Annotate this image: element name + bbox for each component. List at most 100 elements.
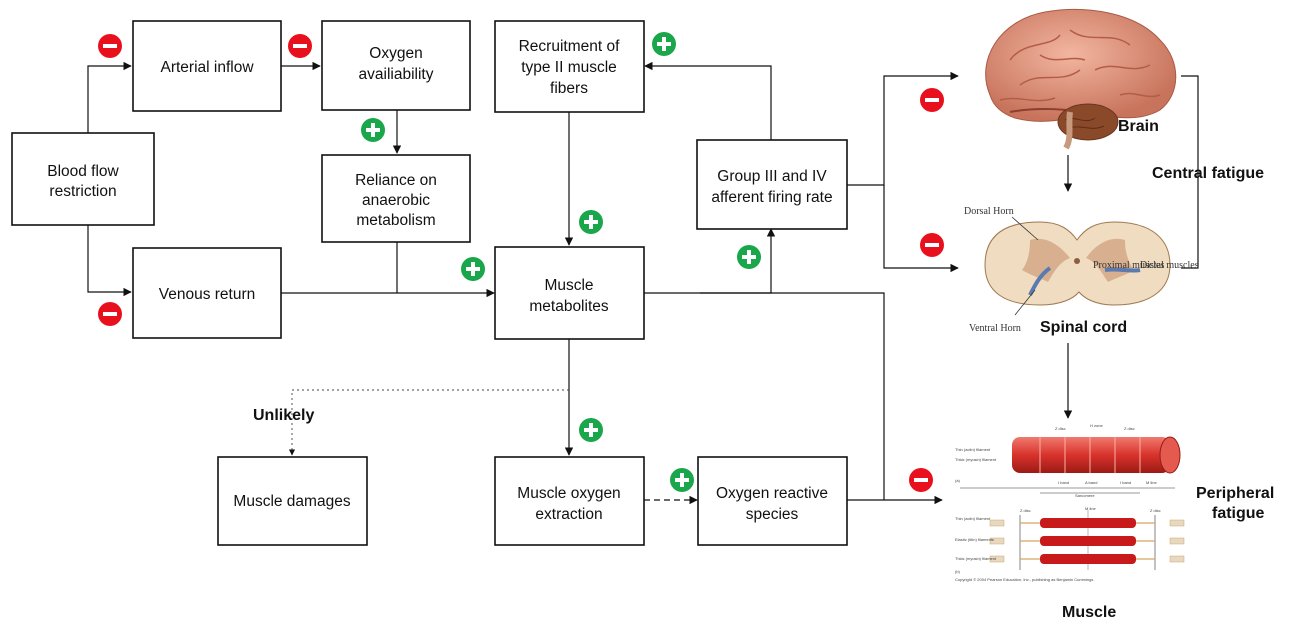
mf-i-band-2: I band — [1120, 480, 1131, 485]
edge-group-brain — [847, 71, 959, 186]
box-group-afferent — [696, 139, 848, 230]
muscle-fiber-image — [960, 436, 1185, 570]
minus-icon — [920, 88, 944, 112]
damages-line1: Muscle damages — [233, 493, 350, 510]
edge-bfr-venous — [87, 225, 132, 297]
svg-text:Arterial inflow: Arterial inflow — [160, 59, 254, 76]
peripheral-fatigue-label-2: fatigue — [1212, 505, 1265, 522]
mf-z-disc-2: Z disc — [1124, 426, 1135, 431]
extraction-line1: Muscle oxygen — [517, 485, 620, 502]
edge-metabolites-peripheral — [700, 292, 885, 500]
connectors — [87, 61, 1199, 505]
sign-badges — [98, 32, 944, 492]
proximal-muscles-label: Proximal muscles — [1093, 260, 1164, 271]
svg-text:Muscle damages: Muscle damages — [233, 493, 350, 510]
plus-icon — [670, 468, 694, 492]
extraction-line2: extraction — [535, 506, 602, 523]
distal-muscles-label: Distal muscles — [1140, 260, 1199, 271]
edge-group-recruitment — [644, 61, 772, 140]
dorsal-horn-label: Dorsal Horn — [964, 206, 1014, 217]
mf-bottom-left-1: Thin (actin) filament — [955, 516, 991, 521]
central-fatigue-label: Central fatigue — [1152, 165, 1264, 182]
box-muscle-damages — [217, 456, 368, 546]
box-muscle-oxygen-extraction — [494, 456, 645, 546]
muscle-figure-labels: Thin (actin) filament Thick (myosin) fil… — [955, 423, 1161, 582]
edge-bfr-arterial — [87, 61, 132, 133]
brain-image — [985, 8, 1177, 150]
ventral-horn-label: Ventral Horn — [969, 323, 1021, 334]
box-oxygen-reactive-species — [697, 456, 848, 546]
mf-m-line-1: M line — [1146, 480, 1157, 485]
group-line2: afferent firing rate — [711, 189, 832, 206]
mf-z-disc-3: Z disc — [1020, 508, 1031, 513]
reliance-line2: anaerobic — [362, 192, 430, 209]
mf-bottom-left-2: Elastic (titin) filaments — [955, 537, 994, 542]
unlikely-label: Unlikely — [253, 407, 314, 424]
plus-icon — [652, 32, 676, 56]
box-oxygen-availability — [321, 20, 471, 111]
muscle-label: Muscle — [1062, 604, 1116, 621]
spinal-cord-image — [984, 216, 1171, 316]
metab-line2: metabolites — [529, 298, 609, 315]
metab-line1: Muscle — [544, 277, 593, 294]
box-blood-flow — [11, 132, 155, 226]
group-line1: Group III and IV — [717, 168, 827, 185]
brain-label: Brain — [1118, 118, 1159, 135]
recruit-line3: fibers — [550, 80, 588, 97]
box-venous-return — [132, 247, 282, 339]
boxes — [11, 20, 848, 546]
mf-sarcomere: Sarcomere — [1075, 493, 1095, 498]
oxygen-line2: availiability — [359, 66, 434, 83]
mf-m-line-2: M line — [1085, 506, 1096, 511]
mf-bottom-left-3: Thick (myosin) filament — [955, 556, 997, 561]
box-recruitment — [494, 20, 645, 113]
ros-line1: Oxygen reactive — [716, 485, 828, 502]
ros-line2: species — [746, 506, 799, 523]
arterial-line1: Arterial inflow — [160, 59, 254, 76]
plus-icon — [461, 257, 485, 281]
svg-text:Venous return: Venous return — [159, 286, 256, 303]
bfr-line1: Blood flow — [47, 163, 119, 180]
minus-icon — [98, 302, 122, 326]
spinal-cord-label: Spinal cord — [1040, 319, 1127, 336]
box-reliance — [321, 154, 471, 243]
minus-icon — [909, 468, 933, 492]
mf-top-left-1: Thin (actin) filament — [955, 447, 991, 452]
minus-icon — [920, 233, 944, 257]
minus-icon — [98, 34, 122, 58]
plus-icon — [361, 118, 385, 142]
reliance-line1: Reliance on — [355, 172, 437, 189]
recruit-line2: type II muscle — [521, 59, 617, 76]
peripheral-fatigue-label-1: Peripheral — [1196, 485, 1274, 502]
mf-panel-b: (b) — [955, 569, 961, 574]
reliance-line3: metabolism — [356, 212, 435, 229]
oxygen-line1: Oxygen — [369, 45, 422, 62]
mf-copyright: Copyright © 2004 Pearson Education, Inc.… — [955, 577, 1093, 582]
edge-metabolites-damages — [288, 389, 569, 456]
mf-z-disc-1: Z disc — [1055, 426, 1066, 431]
box-muscle-metabolites — [494, 246, 645, 340]
minus-icon — [288, 34, 312, 58]
mf-z-disc-4: Z disc — [1150, 508, 1161, 513]
box-labels: Blood flow restriction Arterial inflow Ox… — [47, 38, 832, 523]
mf-top-left-2: Thick (myosin) filament — [955, 457, 997, 462]
plus-icon — [579, 418, 603, 442]
edge-group-spinal — [883, 185, 959, 273]
venous-line1: Venous return — [159, 286, 256, 303]
box-arterial-inflow — [132, 20, 282, 112]
mf-panel-a: (a) — [955, 478, 961, 483]
bfr-line2: restriction — [49, 183, 116, 200]
plus-icon — [579, 210, 603, 234]
mf-a-band: A band — [1085, 480, 1097, 485]
central-fatigue-bracket — [1181, 75, 1199, 269]
mf-h-zone: H zone — [1090, 423, 1103, 428]
